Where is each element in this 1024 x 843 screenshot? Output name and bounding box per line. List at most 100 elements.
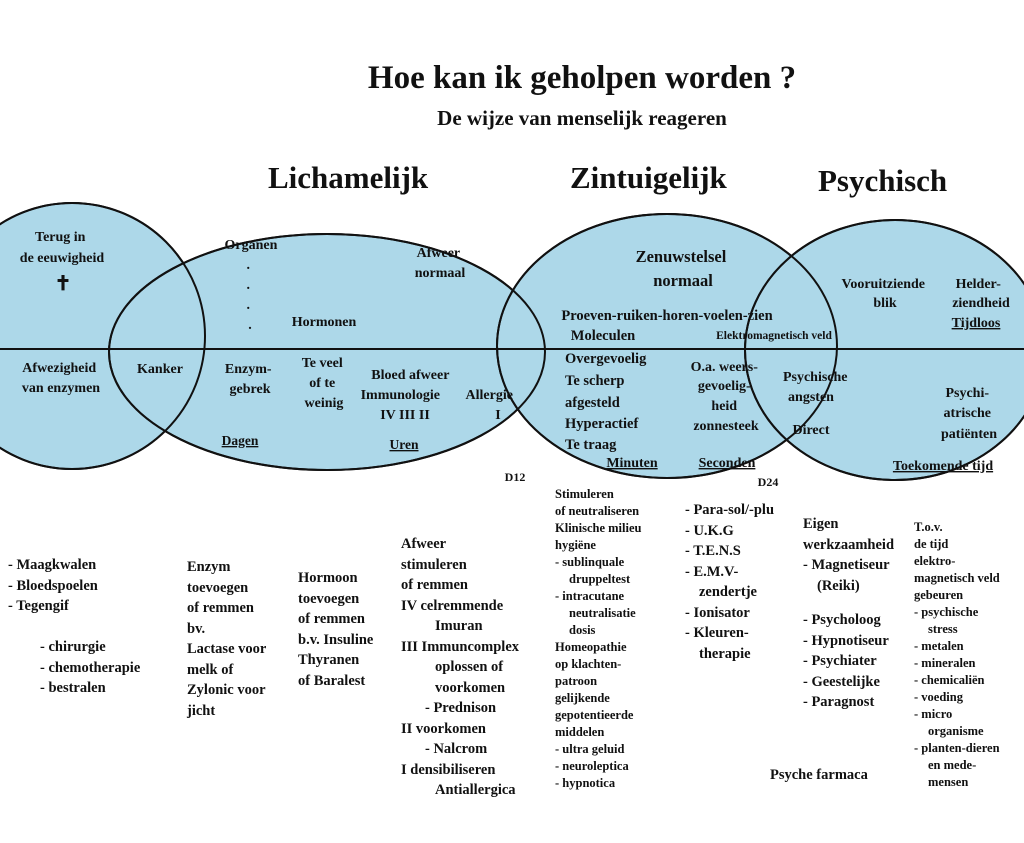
page-title: Hoe kan ik geholpen worden ? xyxy=(367,60,797,96)
spacer xyxy=(803,596,894,610)
list-item: Antiallergica xyxy=(435,782,516,798)
list-item: IV celremmende xyxy=(401,597,504,614)
list-item: melk of xyxy=(187,661,234,678)
circle-lichamelijk xyxy=(108,233,546,471)
list-col7: Eigen werkzaamheid - Magnetiseur (Reiki)… xyxy=(803,514,894,713)
label-psyche-farmaca: Psyche farmaca xyxy=(770,767,868,783)
cross-icon: ✝ xyxy=(55,273,72,295)
label-dagen: Dagen xyxy=(222,433,259,448)
list-col1-a: - Maagkwalen - Bloedspoelen - Tegengif xyxy=(8,555,98,617)
list-item: toevoegen xyxy=(187,579,249,596)
label-helderziendheid: Helder- ziendheid xyxy=(952,277,1010,311)
label-vooruitziende: Vooruitziende blik xyxy=(842,277,929,311)
list-item: - Magnetiseur xyxy=(803,557,890,573)
label-overgevoelig: Overgevoelig Te scherp afgesteld Hyperac… xyxy=(565,351,650,453)
list-item: Stimuleren xyxy=(555,487,614,501)
list-col5: Stimuleren of neutraliseren Klinische mi… xyxy=(555,486,641,792)
list-item: gebeuren xyxy=(914,588,964,602)
list-item: - Hypnotiseur xyxy=(803,632,889,649)
list-item: of remmen xyxy=(298,611,365,627)
list-item: - Nalcrom xyxy=(425,741,488,757)
label-toekomende-tijd: Toekomende tijd xyxy=(893,459,993,474)
label-d24: D24 xyxy=(758,475,779,489)
list-item: dosis xyxy=(569,623,596,637)
list-item: gelijkende xyxy=(555,691,610,705)
list-item: - mineralen xyxy=(914,656,976,670)
label-direct: Direct xyxy=(792,423,829,438)
list-item: - U.K.G xyxy=(685,522,734,539)
list-item: Klinische milieu xyxy=(555,521,642,535)
list-item: - Kleuren- xyxy=(685,625,749,641)
list-item: Hormoon xyxy=(298,570,358,586)
label-zenuwstelsel: Zenuwstelsel normaal xyxy=(636,247,731,290)
list-col8: T.o.v. de tijd elektro- magnetisch veld … xyxy=(914,519,1000,791)
list-item: - bestralen xyxy=(40,680,106,696)
list-item: therapie xyxy=(699,645,751,662)
list-item: (Reiki) xyxy=(817,577,860,594)
list-item: II voorkomen xyxy=(401,720,486,737)
list-item: bv. xyxy=(187,620,206,637)
list-item: - sublinquale xyxy=(555,555,625,569)
list-item: zendertje xyxy=(699,584,757,600)
list-item: - chemicaliën xyxy=(914,673,985,687)
label-weersgevoelig: O.a. weers- gevoelig- heid zonnesteek xyxy=(691,360,762,434)
label-minuten: Minuten xyxy=(606,456,658,471)
heading-zintuigelijk: Zintuigelijk xyxy=(570,160,727,195)
list-item: - metalen xyxy=(914,639,964,653)
list-item: - E.M.V- xyxy=(685,563,739,580)
list-item: - voeding xyxy=(914,690,963,704)
label-bloed: Bloed afweer Immunologie IV III II xyxy=(361,368,453,423)
list-item: stimuleren xyxy=(401,556,467,573)
list-item: - intracutane xyxy=(555,589,625,603)
list-item: elektro- xyxy=(914,554,956,568)
list-item: Imuran xyxy=(435,618,483,634)
list-item: - chemotherapie xyxy=(40,659,141,676)
list-item: - Prednison xyxy=(425,700,497,716)
list-item: magnetisch veld xyxy=(914,571,1000,585)
list-item: - Psycholoog xyxy=(803,612,881,628)
list-item: en mede- xyxy=(928,758,977,772)
list-item: patroon xyxy=(555,674,598,688)
label-uren: Uren xyxy=(390,437,419,452)
circle1-bottom: Afwezigheid van enzymen xyxy=(22,361,100,396)
list-item: mensen xyxy=(928,775,969,789)
label-psychische-angsten: Psychische angsten xyxy=(783,370,851,405)
list-item: Lactase voor xyxy=(187,641,267,657)
list-item: - hypnotica xyxy=(555,776,616,790)
list-item: stress xyxy=(928,622,958,636)
list-item: Zylonic voor xyxy=(187,682,266,698)
label-moleculen: Moleculen xyxy=(571,328,635,344)
list-item: - Paragnost xyxy=(803,694,875,710)
list-item: - Para-sol/-plu xyxy=(685,502,775,518)
list-item: oplossen of xyxy=(435,659,504,675)
list-item: - Maagkwalen xyxy=(8,557,97,573)
dots: . . . . xyxy=(247,258,254,333)
list-item: hygiëne xyxy=(555,538,596,552)
list-item: I densibiliseren xyxy=(401,761,496,778)
list-item: Enzym xyxy=(187,559,231,575)
list-item: voorkomen xyxy=(435,679,506,696)
label-psychiatrische: Psychi- atrische patiënten xyxy=(941,386,997,442)
list-item: - Bloedspoelen xyxy=(8,577,98,594)
label-elektromagnetisch: Elektromagnetisch veld xyxy=(716,330,832,342)
circles xyxy=(0,202,1024,481)
list-item: - psychische xyxy=(914,605,979,619)
list-item: jicht xyxy=(187,702,216,719)
outline-circle-3 xyxy=(496,213,838,479)
list-item: Thyranen xyxy=(298,652,360,668)
list-col3: Hormoon toevoegen of remmen b.v. Insulin… xyxy=(298,568,373,691)
list-item: - Geestelijke xyxy=(803,673,880,690)
label-kanker: Kanker xyxy=(137,362,183,377)
list-item: III Immuncomplex xyxy=(401,638,520,655)
page-subtitle: De wijze van menselijk reageren xyxy=(437,106,727,130)
list-item: of remmen xyxy=(401,577,468,593)
list-item: op klachten- xyxy=(555,657,622,671)
list-item: - planten-dieren xyxy=(914,741,1000,755)
list-item: de tijd xyxy=(914,537,949,551)
list-item: T.o.v. xyxy=(914,520,943,534)
list-item: - neuroleptica xyxy=(555,759,629,773)
list-col6: - Para-sol/-plu - U.K.G - T.E.N.S - E.M.… xyxy=(685,500,774,664)
label-afweer: Afweer normaal xyxy=(415,246,466,281)
list-item: Afweer xyxy=(401,536,447,552)
